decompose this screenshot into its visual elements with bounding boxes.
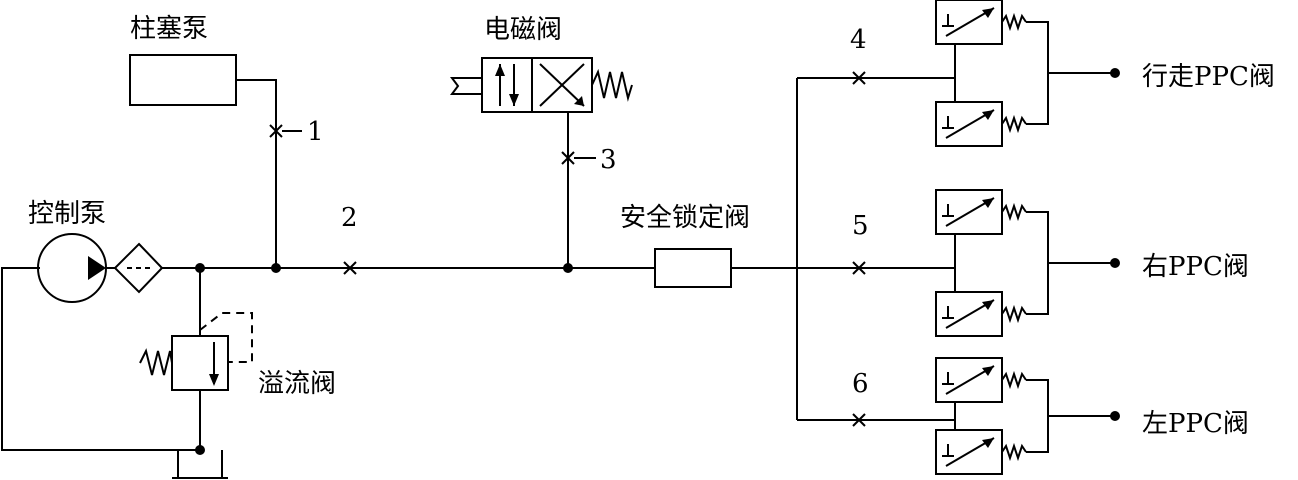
measuring-point-4-mark (852, 71, 866, 85)
junction-dot-plunger (271, 263, 281, 273)
ppc-outlet-bracket-right (1026, 211, 1049, 315)
solenoid-valve-label: 电磁阀 (484, 15, 562, 45)
measuring-point-1-mark (269, 124, 302, 138)
ppc-valve-group-travel (935, 0, 1120, 147)
ppc-outlet-bracket-left (1026, 379, 1049, 453)
ppc-valve-upper-left (935, 357, 1027, 403)
ppc-outlet-bracket-travel (1026, 21, 1049, 125)
ppc-outlet-port-right (1110, 258, 1120, 268)
junction-dot-tank (195, 445, 205, 455)
safety-lock-valve-label: 安全锁定阀 (620, 203, 750, 233)
solenoid-valve-symbol (450, 57, 633, 113)
measuring-point-2-label: 2 (341, 203, 358, 233)
measuring-point-4-label: 4 (850, 25, 867, 55)
relief-valve-symbol (139, 312, 253, 391)
ppc-valve-lower-left (935, 429, 1027, 475)
safety-lock-valve-box (654, 248, 732, 288)
measuring-point-5-label: 5 (852, 211, 869, 241)
plunger-pump-box (129, 54, 237, 106)
plunger-pump-label: 柱塞泵 (130, 14, 208, 44)
junction-dot-solenoid (563, 263, 573, 273)
filter-symbol (106, 242, 164, 294)
travel-ppc-valve-label: 行走PPC阀 (1142, 62, 1275, 92)
measuring-point-2-mark (343, 261, 357, 275)
control-pump-symbol (37, 233, 107, 303)
ppc-valve-upper-travel (935, 0, 1027, 45)
ppc-valve-group-right (935, 189, 1120, 337)
ppc-outlet-port-left (1110, 411, 1120, 421)
measuring-point-6-label: 6 (852, 369, 869, 399)
left-ppc-valve-label: 左PPC阀 (1142, 409, 1249, 439)
measuring-point-5-mark (852, 261, 866, 275)
relief-valve-label: 溢流阀 (258, 369, 336, 399)
ppc-valve-upper-right (935, 189, 1027, 235)
measuring-point-3-label: 3 (600, 145, 617, 175)
control-pump-label: 控制泵 (28, 199, 106, 229)
ppc-outlet-port-travel (1110, 68, 1120, 78)
measuring-point-3-mark (561, 151, 596, 165)
tank-return-line (1, 267, 200, 451)
ppc-valve-group-left (935, 357, 1120, 475)
plunger-pump-line (236, 79, 277, 268)
ppc-valve-lower-right (935, 291, 1027, 337)
right-ppc-valve-label: 右PPC阀 (1142, 252, 1249, 282)
measuring-point-1-label: 1 (307, 117, 324, 147)
ppc-valve-lower-travel (935, 101, 1027, 147)
measuring-point-6-mark (852, 413, 866, 427)
tank-symbol (177, 450, 223, 478)
